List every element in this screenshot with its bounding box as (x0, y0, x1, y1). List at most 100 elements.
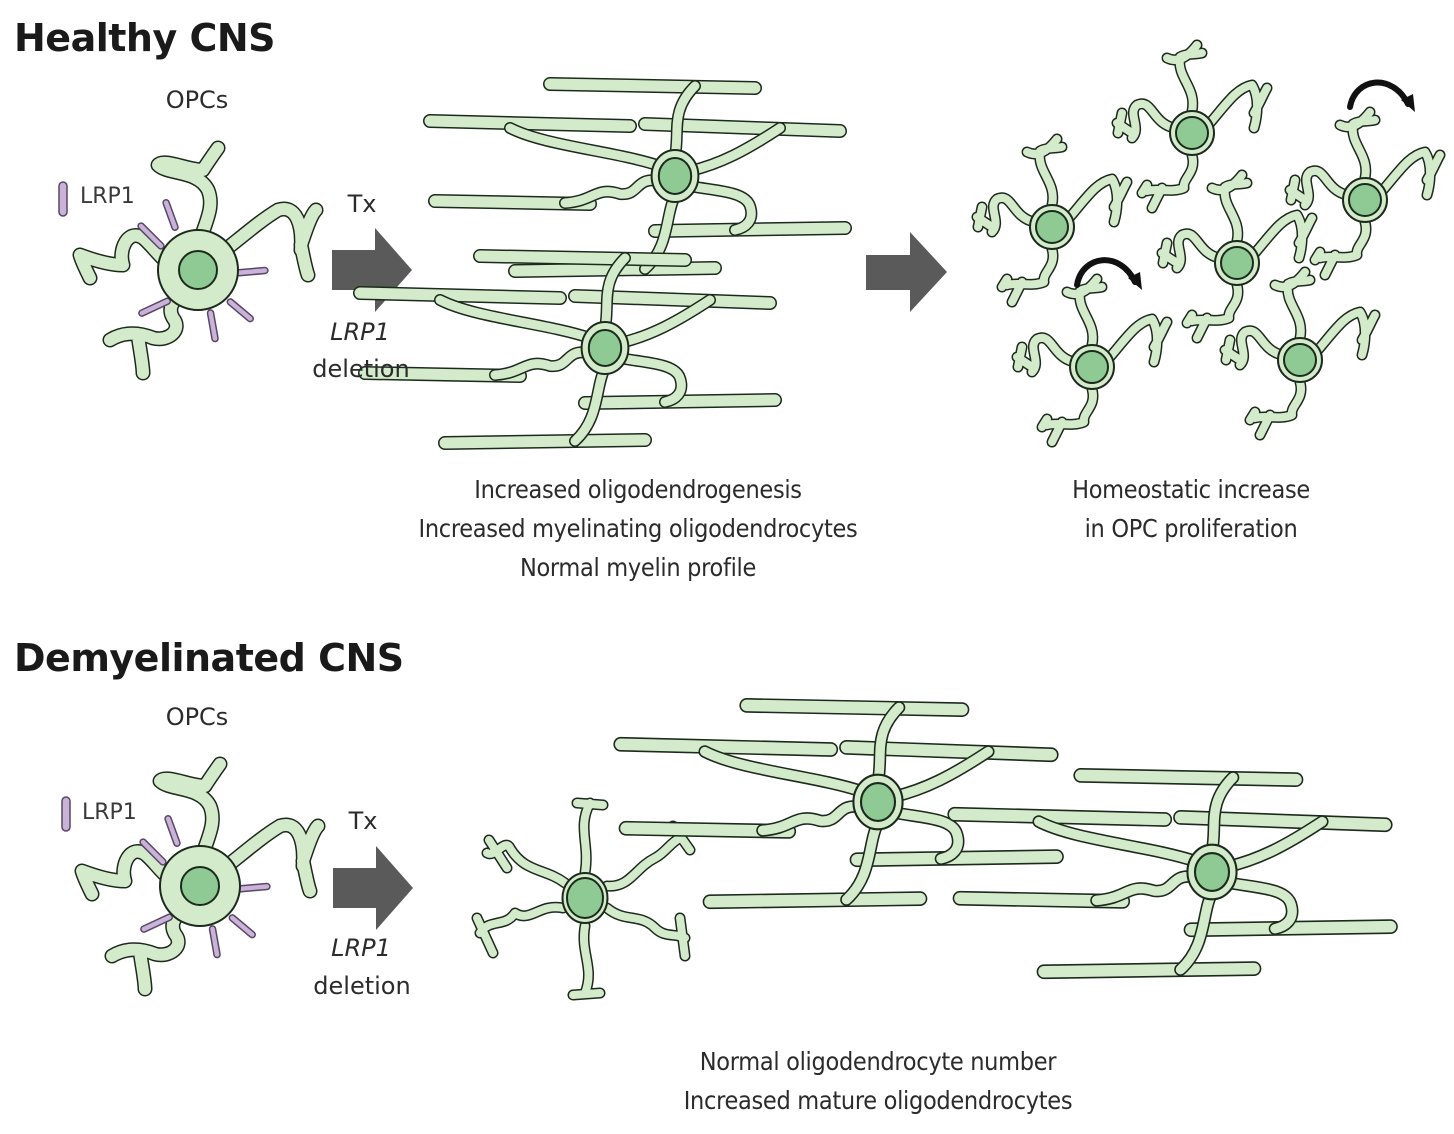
cell-process (1377, 146, 1446, 201)
nucleus (657, 157, 693, 195)
demyelinated-lrp1-legend-label: LRP1 (82, 800, 137, 825)
cell-process (504, 122, 666, 172)
lrp1-receptor (138, 297, 172, 317)
demyelinated-deletion-word: deletion (313, 972, 411, 1000)
lrp1-receptor-icon (58, 181, 68, 217)
cell-process (684, 122, 786, 177)
cell-process (1334, 106, 1381, 184)
cell-process (1284, 165, 1353, 211)
cell-process (1111, 98, 1180, 144)
cell-process (1269, 266, 1316, 344)
healthy-lrp1-legend-label: LRP1 (80, 184, 135, 209)
nucleus (180, 866, 220, 906)
caption-line: Increased myelinating oligodendrocytes (418, 514, 858, 543)
arrow-right-icon (866, 232, 947, 312)
myelinating-oligodendrocyte (423, 77, 852, 278)
cell-process (1309, 216, 1372, 281)
cell-process (1205, 771, 1240, 858)
cell-process (1090, 870, 1203, 907)
healthy-deletion-word: deletion (312, 355, 410, 383)
myelinating-oligodendrocyte (613, 698, 1064, 910)
cell-process (150, 140, 226, 278)
cell-process (481, 834, 571, 889)
demyelinated-opc-label: OPCs (165, 703, 229, 731)
cell-process (1161, 39, 1208, 117)
cell-process (471, 901, 569, 959)
myelinating-oligodendrocyte (947, 768, 1398, 980)
proliferating-opc (971, 133, 1133, 308)
healthy-tx-label: Tx (347, 190, 377, 218)
cell-process (1156, 228, 1225, 274)
cell-process (1221, 815, 1329, 874)
nucleus (1175, 116, 1209, 150)
myelin-sheath (1036, 961, 1262, 980)
cell-process (599, 252, 631, 334)
cell-process (489, 346, 596, 381)
lrp1-receptor-icon (61, 796, 71, 832)
healthy-opc-cell (72, 140, 324, 381)
demyelinated-tx-label: Tx (348, 807, 378, 835)
myelin-sheath (613, 736, 839, 757)
nucleus (1348, 183, 1382, 217)
myelin-sheath (739, 698, 970, 717)
cell-process (614, 294, 716, 349)
curved-arrow-icon (1074, 257, 1138, 288)
healthy-opc-label: OPCs (165, 86, 229, 114)
caption-line: Increased oligodendrogenesis (474, 475, 802, 504)
myelinating-oligodendrocyte (353, 249, 782, 450)
myelin-sheath (947, 806, 1173, 827)
lrp1-receptor (226, 298, 254, 323)
cell-process (1032, 815, 1203, 868)
lrp1-receptor (237, 882, 271, 893)
nucleus (178, 250, 218, 290)
nucleus (1193, 852, 1231, 892)
lrp1-receptor (139, 838, 167, 866)
cell-process (559, 174, 666, 209)
cell-process (1104, 313, 1173, 368)
demyelinated-cns-title: Demyelinated CNS (14, 636, 404, 680)
proliferating-opc-group (971, 39, 1446, 448)
cell-process (1064, 173, 1133, 228)
cell-process (1219, 325, 1288, 371)
cell-process (1244, 376, 1307, 441)
nucleus (1220, 246, 1254, 280)
cell-process (1204, 79, 1273, 134)
curved-arrow-icon (1347, 79, 1411, 110)
caption-line: in OPC proliferation (1084, 514, 1298, 543)
lrp1-receptor (137, 222, 165, 250)
cell-process (871, 701, 906, 788)
cell-process (571, 797, 609, 879)
caption-line: Normal myelin profile (519, 553, 757, 582)
cell-process (601, 902, 691, 962)
proliferating-opc (1219, 266, 1381, 441)
healthy-cns-title: Healthy CNS (14, 16, 276, 60)
cell-process (434, 294, 596, 344)
lrp1-receptor (208, 925, 221, 959)
nucleus (859, 782, 897, 822)
myelin-sheath (473, 249, 692, 267)
cell-process (614, 352, 688, 408)
demyelinated-opc-cell (74, 756, 326, 997)
myelin-sheath (438, 433, 652, 450)
proliferating-opc (1011, 273, 1173, 448)
nucleus (566, 877, 604, 919)
lrp1-receptor (164, 814, 181, 847)
cell-process (1061, 273, 1108, 351)
cell-process (669, 80, 701, 162)
lrp1-receptor (162, 198, 179, 231)
caption-line: Increased mature oligodendrocytes (683, 1086, 1073, 1115)
lrp1-receptor (235, 266, 269, 277)
cell-process (1036, 383, 1099, 448)
proliferating-opc (1111, 39, 1273, 214)
proliferating-opc (1156, 169, 1318, 344)
healthy-deletion-gene: LRP1 (330, 318, 390, 346)
lrp1-receptor (228, 914, 256, 939)
cell-process (1021, 133, 1068, 211)
cell-process (567, 920, 606, 1001)
cell-process (971, 192, 1040, 238)
arrow-right-icon (333, 846, 413, 930)
healthy-step1-caption: Increased oligodendrogenesis Increased m… (419, 470, 858, 587)
cell-process (887, 806, 965, 865)
nucleus (1035, 210, 1069, 244)
caption-line: Homeostatic increase (1072, 475, 1310, 504)
